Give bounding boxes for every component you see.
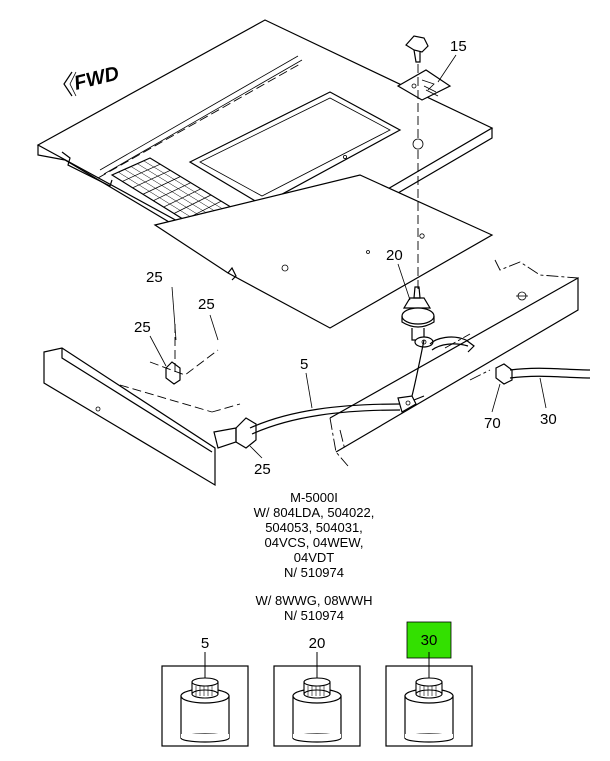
- note-line: N/ 510974: [284, 608, 344, 623]
- callout-20: 20: [386, 247, 403, 264]
- part-box-30[interactable]: 30: [385, 632, 473, 747]
- note-line: 04VDT: [294, 550, 335, 565]
- compound-can-icon: [180, 677, 230, 743]
- part-boxes: 5 20 30: [161, 632, 473, 747]
- compound-can-icon: [404, 677, 454, 743]
- applicability-notes: M-5000I W/ 804LDA, 504022, 504053, 50403…: [254, 490, 375, 623]
- callout-70: 70: [484, 415, 501, 432]
- part-label-30: 30: [421, 632, 438, 649]
- fwd-label: FWD: [72, 62, 122, 94]
- note-line: N/ 510974: [284, 565, 344, 580]
- cable-5: 5: [249, 336, 475, 435]
- switch-assembly: 15: [396, 35, 467, 290]
- note-line: W/ 804LDA, 504022,: [254, 505, 375, 520]
- compound-can-icon: [292, 677, 342, 743]
- fwd-indicator: FWD: [63, 62, 122, 97]
- callout-15: 15: [450, 38, 467, 55]
- connector-70: 70: [484, 363, 513, 432]
- side-panel-left: [43, 320, 241, 487]
- callout-30: 30: [540, 411, 557, 428]
- part-box-20[interactable]: 20: [273, 635, 361, 747]
- note-line: 504053, 504031,: [265, 520, 363, 535]
- part-label-5: 5: [201, 635, 209, 652]
- callout-25-right: 25: [198, 296, 215, 313]
- part-box-5[interactable]: 5: [161, 635, 249, 747]
- part-label-20: 20: [309, 635, 326, 652]
- side-panel-right: [329, 259, 579, 467]
- clips-25: 25 25 25 25: [134, 269, 271, 478]
- callout-5: 5: [300, 356, 308, 373]
- callout-25-top: 25: [146, 269, 163, 286]
- subfloor-panel: [153, 174, 494, 329]
- cable-30: 30: [509, 367, 591, 428]
- callout-25-left: 25: [134, 319, 151, 336]
- callout-25-bottom: 25: [254, 461, 271, 478]
- note-line: 04VCS, 04WEW,: [265, 535, 364, 550]
- note-line: M-5000I: [290, 490, 338, 505]
- note-line: W/ 8WWG, 08WWH: [256, 593, 373, 608]
